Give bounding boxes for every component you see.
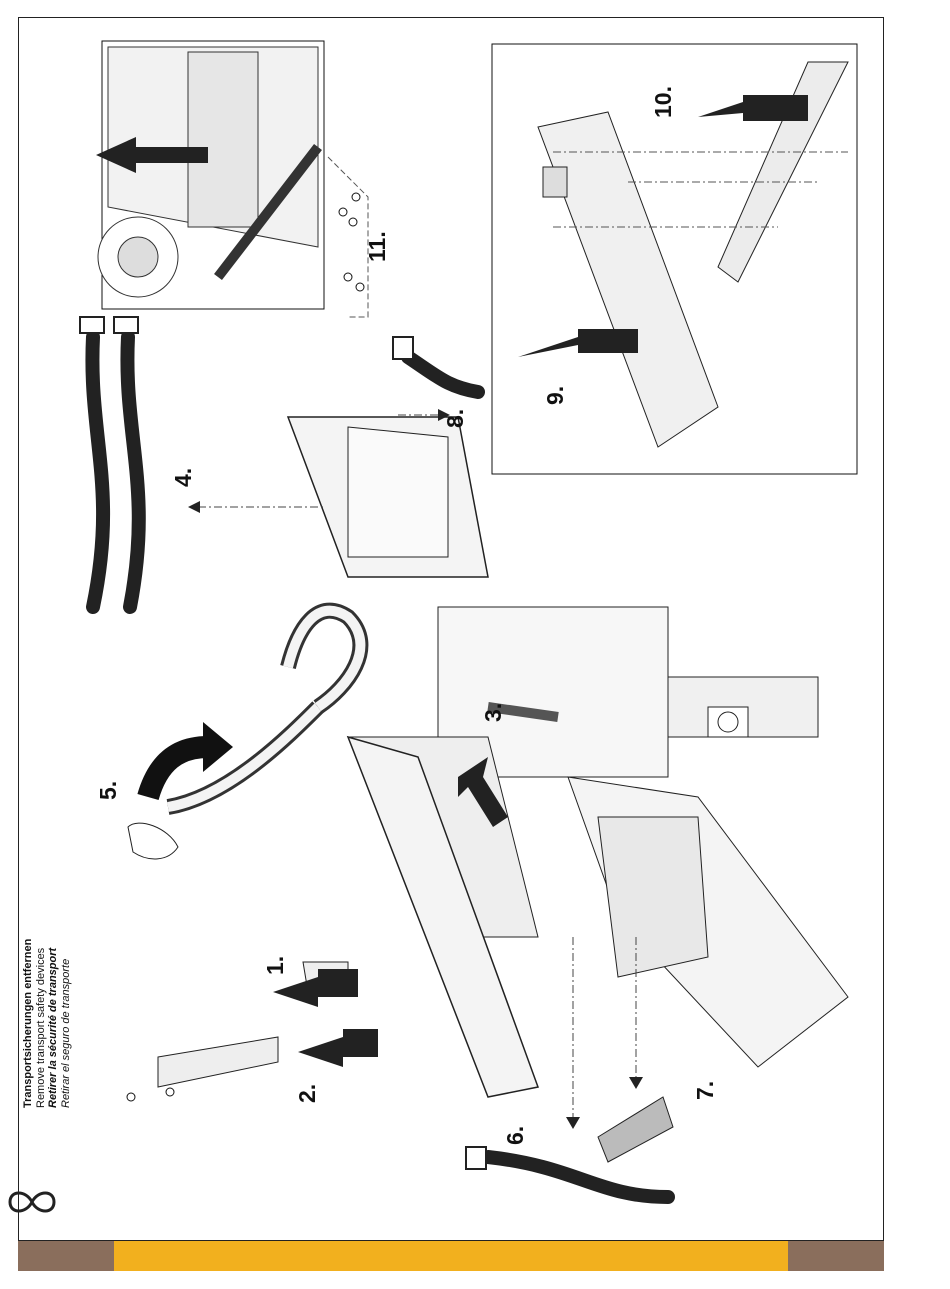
- caption-spanish: Retirar el seguro de transporte: [60, 878, 73, 1108]
- caption-block: Transportsicherungen entfernen Remove tr…: [22, 878, 72, 1108]
- assembly-illustration: [18, 17, 884, 1241]
- caption-english: Remove transport safety devices: [35, 878, 48, 1108]
- screws-11: [339, 193, 364, 291]
- step-5-label: 5.: [95, 781, 122, 800]
- step-4-label: 4.: [170, 468, 197, 487]
- footer-right-block: [788, 1241, 884, 1271]
- step-1-label: 1.: [262, 956, 289, 975]
- machine-body: [168, 417, 848, 1097]
- step-10-label: 10.: [650, 86, 677, 118]
- arrow-2-icon: [298, 1029, 378, 1067]
- straps-4: [80, 317, 139, 607]
- step-9-label: 9.: [542, 386, 569, 405]
- bracket-parts-1-2: [127, 962, 378, 1101]
- step-3-label: 3.: [480, 703, 507, 722]
- arrow-4-icon: [188, 501, 200, 513]
- footer-bar: [18, 1241, 884, 1271]
- part-7: [598, 937, 673, 1162]
- inset-detail-11: [96, 41, 368, 317]
- step-7-label: 7.: [692, 1081, 719, 1100]
- infinity-logo-icon: [2, 1182, 62, 1222]
- step-8-label: 8.: [442, 409, 469, 428]
- hand-icon: [128, 823, 178, 859]
- footer-accent-bar: [114, 1241, 788, 1271]
- step-11-label: 11.: [364, 231, 391, 262]
- step-2-label: 2.: [294, 1084, 321, 1103]
- caption-german: Transportsicherungen entfernen: [22, 878, 35, 1108]
- step-6-label: 6.: [502, 1126, 529, 1145]
- caption-french: Retirer la sécurité de transport: [47, 878, 60, 1108]
- footer-left-block: [18, 1241, 114, 1271]
